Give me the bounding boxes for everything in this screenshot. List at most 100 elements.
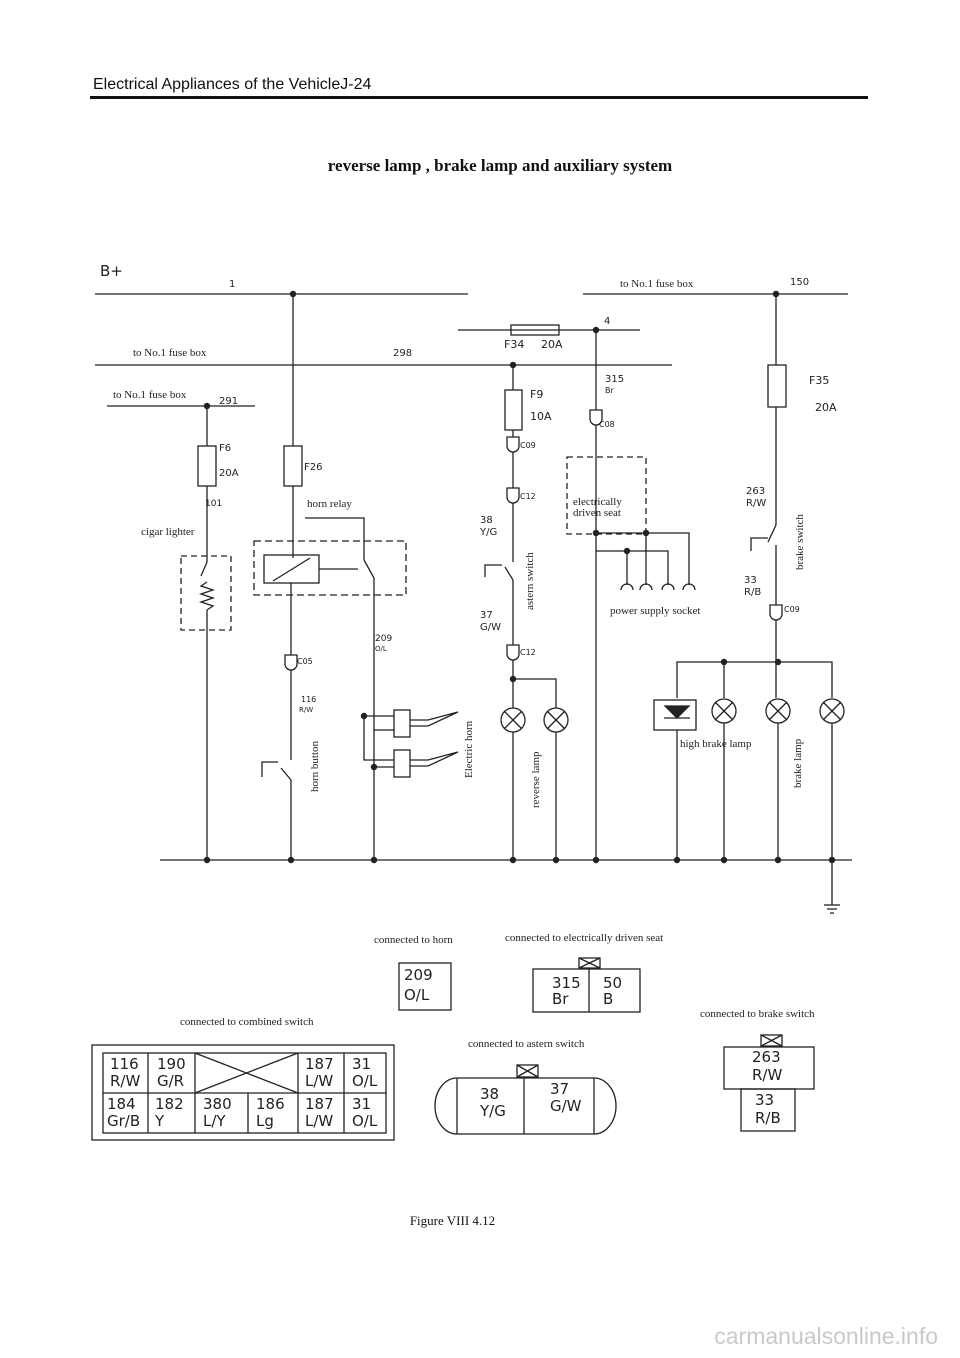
combined-r2c6-color: O/L [352, 1112, 378, 1130]
connector-seat-pin1-num: 315 [552, 974, 581, 992]
combined-r2c3-color: L/Y [203, 1112, 226, 1130]
fuse-f26-label: F26 [304, 462, 322, 473]
connector-seat-pin2-num: 50 [603, 974, 622, 992]
combined-r1c2-num: 190 [157, 1055, 186, 1073]
combined-r1c4-color: O/L [352, 1072, 378, 1090]
combined-r1c1-num: 116 [110, 1055, 139, 1073]
combined-r2c3-num: 380 [203, 1095, 232, 1113]
connector-c08-label: C08 [599, 420, 615, 429]
header-rule [90, 96, 868, 99]
combined-r2c2-color: Y [154, 1112, 165, 1130]
combined-r2c1-color: Gr/B [107, 1112, 140, 1130]
seat-label-line2: driven seat [573, 507, 621, 519]
connector-brake-switch: connected to brake switch 263 R/W 33 R/B [700, 1008, 815, 1132]
connector-astern-switch: connected to astern switch 38 Y/G 37 G/W [434, 1038, 617, 1135]
wire-209-label: 209 [375, 634, 392, 644]
combined-r1c2-color: G/R [157, 1072, 184, 1090]
wire-315-color: Br [605, 386, 614, 395]
fuse-f34-rating: 20A [541, 338, 563, 351]
seat-socket-branch [566, 330, 696, 860]
watermark: carmanualsonline.info [714, 1323, 938, 1349]
b-plus-label: B+ [100, 262, 123, 280]
power-supply-socket-label: power supply socket [610, 605, 700, 617]
to-fuse-box-label-left: to No.1 fuse box [113, 389, 187, 401]
wire-263-color: R/W [746, 498, 766, 509]
connector-astern-label: connected to astern switch [468, 1038, 585, 1050]
wire-37-color: G/W [480, 622, 501, 633]
cigar-lighter-label: cigar lighter [141, 526, 195, 538]
connector-horn-color: O/L [404, 986, 430, 1004]
wire-33-label: 33 [744, 575, 757, 586]
horn-relay-branch [253, 294, 407, 860]
connector-astern-pin1-num: 38 [480, 1085, 499, 1103]
fuse-f35-label: F35 [809, 374, 829, 387]
combined-r1c3-num: 187 [305, 1055, 334, 1073]
wire-4-label: 4 [604, 316, 610, 327]
horn-relay-label: horn relay [307, 498, 352, 510]
connector-horn-label: connected to horn [374, 934, 453, 946]
figure-caption: Figure VIII 4.12 [409, 1213, 496, 1228]
connector-c12-label-bottom: C12 [520, 648, 536, 657]
connector-astern-pin2-color: G/W [550, 1097, 582, 1115]
to-fuse-box-label-mid: to No.1 fuse box [133, 347, 207, 359]
combined-r2c4-num: 186 [256, 1095, 285, 1113]
connector-seat: connected to electrically driven seat 31… [505, 932, 663, 1013]
connector-combined-switch: connected to combined switch [91, 1016, 395, 1141]
brake-lamp-label: brake lamp [792, 738, 804, 788]
fuse-f9-label: F9 [530, 388, 543, 401]
wire-209-color: O/L [375, 645, 387, 653]
connector-brake-top-color: R/W [752, 1066, 782, 1084]
connector-brake-top-num: 263 [752, 1048, 781, 1066]
fuse-f6-label: F6 [219, 443, 231, 454]
horn-button-label: horn button [309, 740, 321, 792]
electric-horn-label: Electric horn [463, 720, 475, 778]
combined-r2c2-num: 182 [155, 1095, 184, 1113]
high-brake-lamp-label: high brake lamp [680, 738, 752, 750]
wire-1-label: 1 [229, 279, 235, 290]
combined-r1c3-color: L/W [305, 1072, 333, 1090]
combined-r2c5-color: L/W [305, 1112, 333, 1130]
connector-brake-bottom-color: R/B [755, 1109, 781, 1127]
reverse-lamp-label: reverse lamp [530, 751, 542, 808]
combined-r2c6-num: 31 [352, 1095, 371, 1113]
wire-116-label: 116 [301, 695, 316, 704]
connector-combined-label: connected to combined switch [180, 1016, 314, 1028]
connector-c09-label-reverse: C09 [520, 441, 536, 450]
wire-315-label: 315 [605, 374, 624, 385]
connector-c09-label-brake: C09 [784, 605, 800, 614]
connector-c12-label-top: C12 [520, 492, 536, 501]
electric-horns [363, 709, 459, 778]
page-header: Electrical Appliances of the VehicleJ-24 [93, 76, 372, 93]
connector-horn-num: 209 [404, 966, 433, 984]
connector-astern-pin1-color: Y/G [479, 1102, 506, 1120]
wire-298-label: 298 [393, 348, 412, 359]
combined-r1c1-color: R/W [110, 1072, 140, 1090]
wire-263-label: 263 [746, 486, 765, 497]
connector-seat-label: connected to electrically driven seat [505, 932, 663, 944]
wire-150-label: 150 [790, 277, 809, 288]
combined-r1c4-num: 31 [352, 1055, 371, 1073]
combined-r2c1-num: 184 [107, 1095, 136, 1113]
supply-lines [95, 293, 852, 861]
junction-dots [203, 290, 836, 864]
brake-lamp-branch [653, 294, 845, 914]
connector-seat-pin2-color: B [603, 990, 613, 1008]
reverse-lamp-branch [484, 324, 569, 860]
fuse-f9-rating: 10A [530, 410, 552, 423]
combined-r2c5-num: 187 [305, 1095, 334, 1113]
combined-r2c4-color: Lg [256, 1112, 274, 1130]
to-fuse-box-label-right: to No.1 fuse box [620, 278, 694, 290]
wire-33-color: R/B [744, 587, 761, 598]
connector-astern-pin2-num: 37 [550, 1080, 569, 1098]
brake-switch-label: brake switch [794, 514, 806, 570]
fuse-f34-label: F34 [504, 338, 524, 351]
wire-116-color: R/W [299, 706, 313, 714]
wire-37-label: 37 [480, 610, 493, 621]
wire-38-color: Y/G [479, 527, 497, 538]
diagram-title: reverse lamp , brake lamp and auxiliary … [327, 156, 673, 175]
wire-101-label: 101 [205, 499, 222, 509]
seat-label-line1: electrically [573, 496, 622, 508]
connector-brake-label: connected to brake switch [700, 1008, 815, 1020]
astern-switch-label: astern switch [524, 552, 536, 610]
